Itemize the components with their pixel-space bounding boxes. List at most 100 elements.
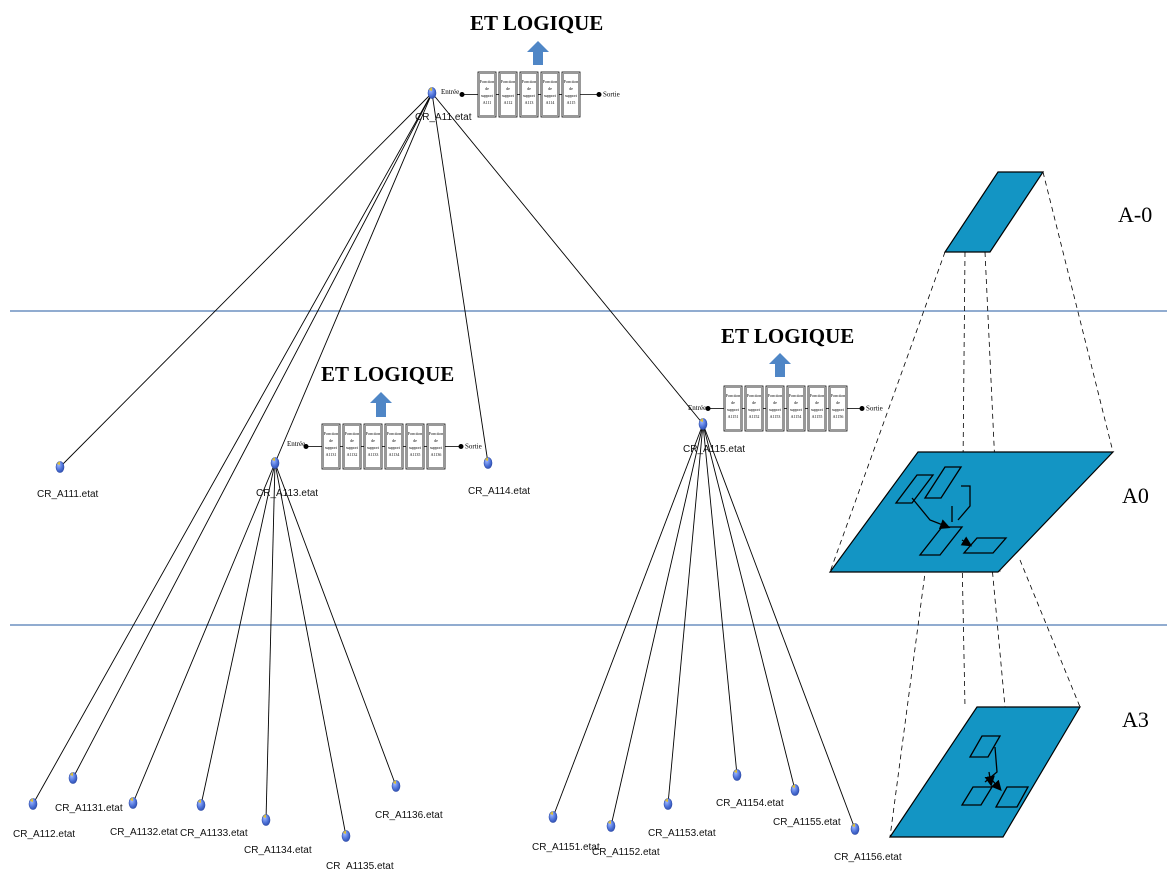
- support-function-text: Fonction: [726, 393, 740, 398]
- support-function-text: A112: [504, 100, 513, 105]
- port-output: Sortie: [603, 91, 620, 99]
- support-function-text: support: [367, 445, 380, 450]
- edge-a115-a1154: [702, 423, 738, 776]
- function-chain-top: EntréeFonctiondesupportA111Fonctiondesup…: [441, 71, 620, 118]
- node-label-a1155: CR_A1155.etat: [773, 817, 841, 828]
- node-label-a113: CR_A113.etat: [256, 488, 318, 499]
- port-output-dot: [596, 92, 602, 97]
- up-arrow-right: [769, 353, 791, 377]
- support-function-text: support: [727, 407, 740, 412]
- support-function-text: de: [548, 86, 552, 91]
- edge-a115-a1155: [702, 423, 796, 791]
- edge-a113-a1136: [274, 462, 397, 787]
- support-function-text: Fonction: [480, 79, 494, 84]
- node-label-a1156: CR_A1156.etat: [834, 852, 902, 863]
- support-function-text: de: [485, 86, 489, 91]
- support-function-text: A111: [483, 100, 492, 105]
- function-chains: EntréeFonctiondesupportA111Fonctiondesup…: [287, 71, 883, 470]
- port-input: Entrée: [287, 440, 305, 448]
- plane-a3: [888, 706, 1082, 838]
- node-label-a1151: CR_A1151.etat: [532, 842, 600, 853]
- edge-a113-a1132: [132, 462, 276, 804]
- support-function-text: Fonction: [387, 431, 401, 436]
- support-function-text: support: [481, 93, 494, 98]
- level-label-a3: A3: [1122, 707, 1149, 732]
- port-output: Sortie: [866, 405, 883, 413]
- support-function-text: de: [773, 400, 777, 405]
- support-function-text: de: [350, 438, 354, 443]
- edge-a113-a1133: [200, 462, 276, 806]
- plane-a0-activities: [894, 466, 1008, 556]
- node-label-a1153: CR_A1153.etat: [648, 828, 716, 839]
- edge-a115-a1153: [667, 423, 704, 805]
- support-function-text: de: [392, 438, 396, 443]
- support-function-text: Fonction: [366, 431, 380, 436]
- support-function-text: de: [527, 86, 531, 91]
- support-function-text: support: [565, 93, 578, 98]
- node-a1133: [196, 799, 206, 811]
- node-label-a1136: CR_A1136.etat: [375, 810, 443, 821]
- support-function-text: de: [413, 438, 417, 443]
- support-function-text: A1134: [389, 452, 400, 457]
- support-function-text: A1133: [368, 452, 379, 457]
- node-a1156: [850, 823, 860, 835]
- port-input: Entrée: [688, 404, 706, 412]
- node-a1136: [391, 780, 401, 792]
- node-label-a1134: CR_A1134.etat: [244, 845, 312, 856]
- support-function-text: Fonction: [789, 393, 803, 398]
- support-function-text: de: [434, 438, 438, 443]
- support-function-text: Fonction: [324, 431, 338, 436]
- edge-a115-a1156: [702, 423, 856, 830]
- support-function-text: Fonction: [747, 393, 761, 398]
- support-function-text: A114: [546, 100, 555, 105]
- support-function-text: A1153: [770, 414, 781, 419]
- level-label-a0: A0: [1122, 483, 1149, 508]
- node-a1155: [790, 784, 800, 796]
- support-function-text: A1152: [749, 414, 760, 419]
- support-function-text: Fonction: [768, 393, 782, 398]
- support-function-text: de: [371, 438, 375, 443]
- plane-a0: [828, 451, 1115, 573]
- node-label-a1133: CR_A1133.etat: [180, 828, 248, 839]
- support-function-text: Fonction: [810, 393, 824, 398]
- support-function-text: support: [544, 93, 557, 98]
- support-function-text: A1155: [812, 414, 823, 419]
- support-function-text: support: [811, 407, 824, 412]
- support-function-text: support: [748, 407, 761, 412]
- support-function-text: Fonction: [345, 431, 359, 436]
- port-output-dot: [458, 444, 464, 449]
- support-function-text: A1154: [791, 414, 802, 419]
- support-function-text: de: [836, 400, 840, 405]
- function-chain-right: EntréeFonctiondesupportA1151Fonctiondesu…: [688, 385, 883, 432]
- idef0-level-planes: [828, 171, 1115, 838]
- node-a115: [698, 418, 708, 430]
- node-a1131: [68, 772, 78, 784]
- level-label-a-minus-0: A-0: [1118, 202, 1152, 227]
- support-function-text: support: [790, 407, 803, 412]
- title-right: ET LOGIQUE: [721, 324, 854, 348]
- node-a113: [270, 457, 280, 469]
- node-label-a112: CR_A112.etat: [13, 829, 75, 840]
- support-function-text: A1135: [410, 452, 421, 457]
- support-function-text: support: [430, 445, 443, 450]
- edge-a113-a1135: [274, 462, 347, 837]
- support-function-text: support: [409, 445, 422, 450]
- node-label-a1131: CR_A1131.etat: [55, 803, 123, 814]
- support-function-text: Fonction: [522, 79, 536, 84]
- support-function-text: de: [569, 86, 573, 91]
- node-label-a1152: CR_A1152.etat: [592, 847, 660, 858]
- node-a1134: [261, 814, 271, 826]
- support-function-text: de: [329, 438, 333, 443]
- support-function-text: support: [502, 93, 515, 98]
- node-a114: [483, 457, 493, 469]
- node-label-a1154: CR_A1154.etat: [716, 798, 784, 809]
